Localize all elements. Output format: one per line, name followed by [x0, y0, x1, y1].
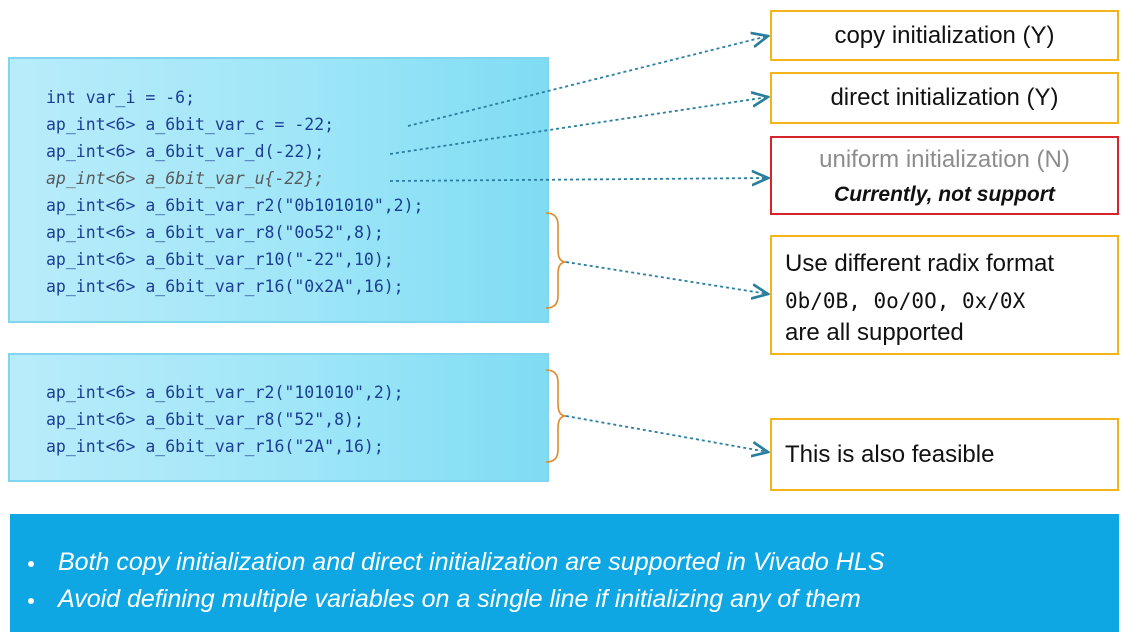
arrow-uniform [389, 178, 768, 181]
note-also-feasible: This is also feasible [770, 418, 1119, 491]
code-block-2: ap_int<6> a_6bit_var_r2("101010",2); ap_… [8, 353, 549, 482]
code-line: ap_int<6> a_6bit_var_u{-22}; [46, 169, 325, 188]
bracket-feasible [545, 369, 567, 463]
code-line: ap_int<6> a_6bit_var_r16("0x2A",16); [46, 277, 404, 296]
note-uniform-initialization: uniform initialization (N) Currently, no… [770, 136, 1119, 215]
code-line: ap_int<6> a_6bit_var_r8("52",8); [46, 410, 364, 429]
note-subtitle: Currently, not support [834, 183, 1055, 206]
code-line: ap_int<6> a_6bit_var_r2("101010",2); [46, 383, 404, 402]
code-block-1: int var_i = -6; ap_int<6> a_6bit_var_c =… [8, 57, 549, 323]
arrow-feasible [565, 415, 768, 452]
note-copy-initialization: copy initialization (Y) [770, 10, 1119, 61]
note-text: are all supported [785, 319, 964, 346]
note-title: uniform initialization (N) [819, 146, 1070, 173]
code-line: int var_i = -6; [46, 88, 196, 107]
note-text: Use different radix format [785, 250, 1055, 277]
code-line: ap_int<6> a_6bit_var_d(-22); [46, 142, 325, 161]
arrow-copy [407, 36, 768, 127]
note-text: direct initialization (Y) [830, 84, 1059, 111]
summary-banner: Both copy initialization and direct init… [10, 514, 1119, 632]
bracket-radix [545, 212, 567, 309]
code-line: ap_int<6> a_6bit_var_r2("0b101010",2); [46, 196, 424, 215]
note-direct-initialization: direct initialization (Y) [770, 72, 1119, 124]
note-radix-format: Use different radix format 0b/0B, 0o/0O,… [770, 235, 1119, 355]
bullet-icon [28, 598, 34, 604]
arrow-direct [389, 97, 768, 155]
code-line: ap_int<6> a_6bit_var_r8("0o52",8); [46, 223, 384, 242]
arrow-radix [565, 261, 768, 294]
note-text: This is also feasible [785, 440, 995, 468]
code-line: ap_int<6> a_6bit_var_c = -22; [46, 115, 335, 134]
bullet-icon [28, 561, 34, 567]
summary-text: Avoid defining multiple variables on a s… [58, 585, 861, 613]
note-text: 0b/0B, 0o/0O, 0x/0X [785, 289, 1026, 313]
note-text: copy initialization (Y) [834, 21, 1055, 49]
code-line: ap_int<6> a_6bit_var_r10("-22",10); [46, 250, 394, 269]
summary-text: Both copy initialization and direct init… [58, 548, 885, 576]
code-line: ap_int<6> a_6bit_var_r16("2A",16); [46, 437, 384, 456]
